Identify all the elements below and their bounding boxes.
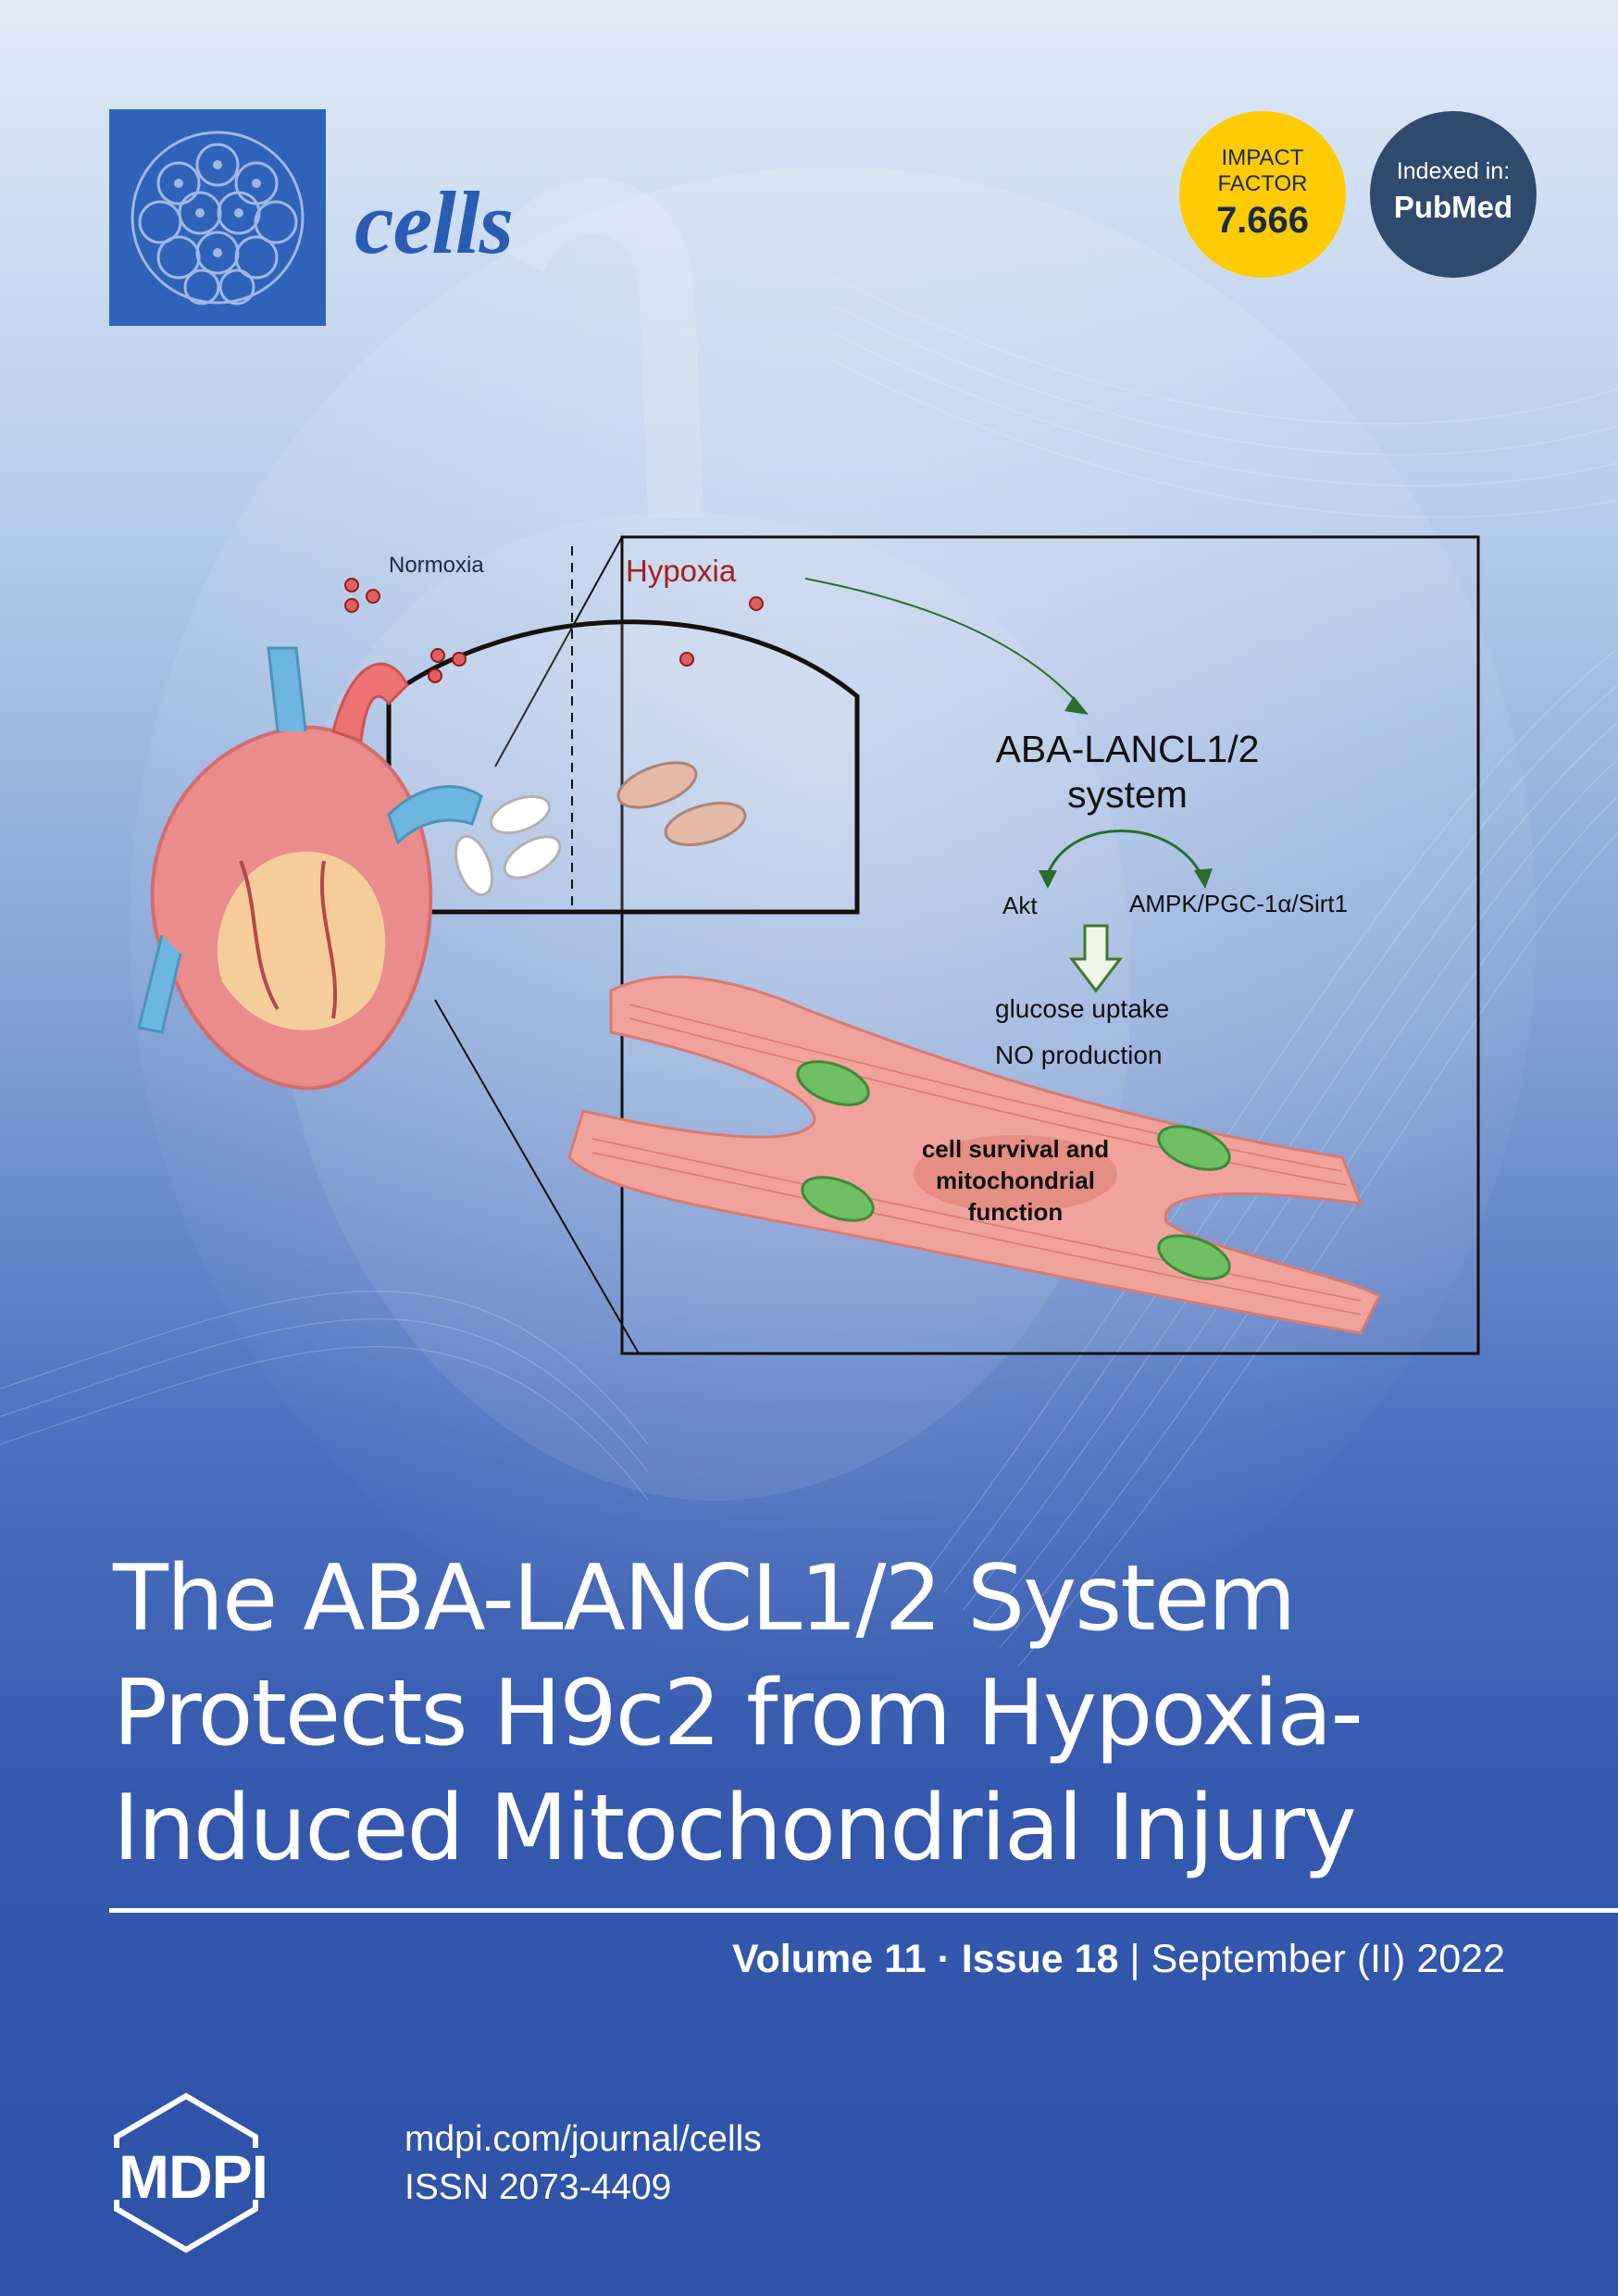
impact-label-2: FACTOR [1217,171,1308,196]
cell-label-3: function [968,1198,1064,1226]
indexed-value: PubMed [1393,190,1513,224]
normoxia-label: Normoxia [389,553,484,578]
zoom-line-bottom [434,999,640,1354]
no-production-label: NO production [995,1041,1163,1069]
zoom-line-top [494,536,623,767]
issue-separator: · [926,1937,962,1981]
issue-number: Issue 18 [961,1937,1119,1981]
down-arrow-icon [1068,924,1124,993]
issn: ISSN 2073-4409 [404,2167,672,2207]
system-line-2: system [1067,773,1188,816]
issue-pipe: | [1118,1937,1151,1981]
issue-info: Volume 11 · Issue 18 | September (II) 20… [732,1937,1505,1982]
pubmed-badge: Indexed in: PubMed [1370,111,1537,278]
cell-cluster-icon [131,131,305,306]
title-divider [109,1908,1618,1913]
cell-label-2: mitochondrial [936,1167,1095,1194]
branch-arrows [1044,830,1205,880]
impact-factor-badge: IMPACT FACTOR 7.666 [1179,111,1346,278]
title-line-3: Induced Mitochondrial Injury [113,1776,1357,1881]
publisher-logo: MDPI [118,2142,268,2211]
heart-illustration [137,646,483,1091]
red-blood-cells [344,578,764,683]
title-line-2: Protects H9c2 from Hypoxia- [113,1661,1363,1766]
journal-logo [109,109,326,326]
graphical-abstract: Normoxia Hypoxia [137,535,1480,1355]
volume: Volume 11 [732,1937,927,1981]
impact-label-1: IMPACT [1221,145,1304,170]
article-title: The ABA-LANCL1/2 System Protects H9c2 fr… [113,1541,1557,1886]
system-line-1: ABA-LANCL1/2 [996,728,1260,770]
arrow-to-system [804,578,1079,705]
impact-value: 7.666 [1215,200,1310,241]
journal-url[interactable]: mdpi.com/journal/cells [404,2119,762,2159]
hypoxia-label: Hypoxia [626,554,737,588]
damaged-mitochondria [616,761,747,846]
issue-date: September (II) 2022 [1151,1937,1505,1981]
akt-label: Akt [1002,892,1038,919]
journal-links: mdpi.com/journal/cells ISSN 2073-4409 [404,2115,762,2212]
normal-mitochondria [454,794,562,897]
mdpi-hexagon-icon [109,2092,337,2253]
cell-label-1: cell survival and [922,1135,1109,1163]
glucose-label: glucose uptake [995,994,1169,1023]
cardiomyocyte: cell survival and mitochondrial function [567,975,1381,1335]
cell-compartment [386,619,860,915]
indexed-label: Indexed in: [1396,158,1511,184]
ampk-label: AMPK/PGC-1α/Sirt1 [1129,890,1348,917]
title-line-1: The ABA-LANCL1/2 System [113,1546,1296,1652]
journal-name: cells [355,173,514,272]
